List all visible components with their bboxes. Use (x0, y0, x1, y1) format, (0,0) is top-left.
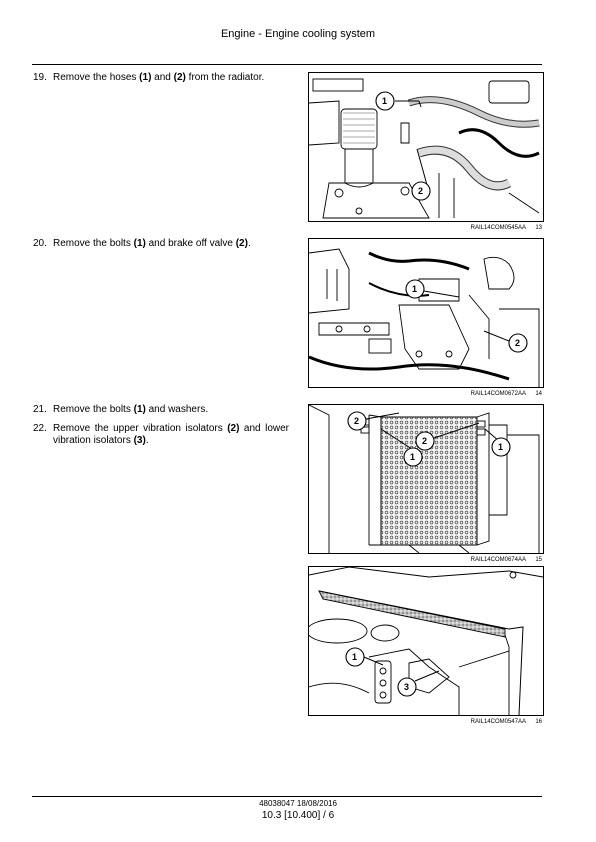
step-text-part: Remove the bolts (53, 238, 134, 249)
step-text-part: . (145, 435, 149, 446)
step-text: Remove the bolts (1) and washers. (53, 404, 289, 416)
step-text: Remove the upper vibration isolators (2)… (53, 423, 289, 447)
step-number: 22. (33, 423, 47, 434)
callout-2: 2 (422, 436, 427, 446)
figure-code: RAIL14COM0674AA (470, 557, 526, 563)
step-text-part: Remove the hoses (53, 72, 140, 83)
figure-number: 14 (535, 391, 542, 397)
step-text-part: Remove the upper vibration isolators (53, 423, 228, 434)
step-ref: (2) (235, 238, 248, 249)
callout-2: 2 (515, 338, 520, 348)
figure-code: RAIL14COM0545AA (470, 225, 526, 231)
step-ref: (1) (139, 72, 152, 83)
footer-rule (32, 796, 542, 797)
step-text-part: . (247, 238, 251, 249)
callout-1: 1 (498, 442, 503, 452)
engine-hoses-illustration: 1 2 (309, 78, 540, 219)
step-text-part: Remove the bolts (53, 404, 134, 415)
figure-code: RAIL14COM0672AA (470, 391, 526, 397)
page-header-title: Engine - Engine cooling system (220, 28, 376, 40)
callout-1: 1 (352, 652, 357, 662)
step-ref: (1) (133, 404, 146, 415)
step-number: 21. (33, 404, 47, 415)
callout-1: 1 (382, 96, 387, 106)
step-20: 20. Remove the bolts (1) and brake off va… (33, 238, 295, 250)
callout-1: 1 (412, 284, 417, 294)
figure-16: 1 3 (308, 566, 544, 716)
step-text-part: and washers. (145, 404, 209, 415)
figure-number: 15 (535, 557, 542, 563)
step-22: 22. Remove the upper vibration isolators … (33, 423, 295, 447)
figure-code: RAIL14COM0547AA (470, 719, 526, 725)
figure-number: 13 (535, 225, 542, 231)
step-text-part: and (151, 72, 174, 83)
figure-15: 2 2 1 1 (308, 404, 544, 554)
step-text-part: and brake off valve (145, 238, 236, 249)
radiator-illustration: 2 2 1 1 (309, 405, 540, 553)
header-rule (32, 64, 542, 65)
step-19: 19. Remove the hoses (1) and (2) from the… (33, 72, 295, 84)
step-ref: (2) (173, 72, 186, 83)
step-ref: (3) (133, 435, 146, 446)
figure-13: 1 2 (308, 72, 544, 222)
step-ref: (2) (227, 423, 240, 434)
step-number: 19. (33, 72, 47, 83)
step-21: 21. Remove the bolts (1) and washers. (33, 404, 295, 416)
step-text-part: from the radiator. (185, 72, 265, 83)
step-text-part: and lower vibration isolators (53, 423, 289, 446)
callout-2: 2 (354, 416, 359, 426)
callout-2: 2 (418, 186, 423, 196)
callout-3: 3 (404, 682, 409, 692)
figure-number: 16 (535, 719, 542, 725)
footer-doc-code: 48038047 18/08/2016 (259, 799, 337, 808)
footer-page-number: 10.3 [10.400] / 6 (261, 810, 335, 821)
callout-1: 1 (410, 452, 415, 462)
vibration-isolators-illustration: 1 3 (309, 567, 543, 715)
step-text: Remove the hoses (1) and (2) from the ra… (53, 72, 289, 84)
step-number: 20. (33, 238, 47, 249)
step-text: Remove the bolts (1) and brake off valve… (53, 238, 289, 250)
figure-14: 1 2 (308, 238, 544, 388)
step-ref: (1) (133, 238, 146, 249)
brake-valve-illustration: 1 2 (309, 248, 540, 387)
